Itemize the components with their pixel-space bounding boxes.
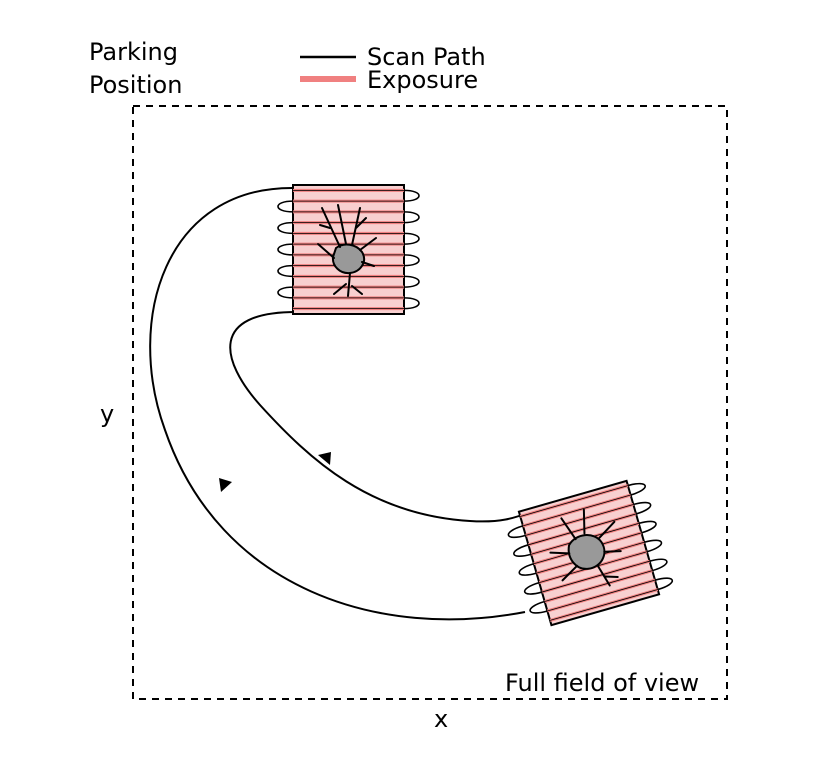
roi-bottom-turnaround [523, 581, 543, 595]
roi-top-turnaround [403, 254, 420, 267]
y-axis-label: y [100, 400, 114, 428]
roi-bottom-scan-line [522, 494, 631, 527]
scan-path-arrow-down [318, 452, 331, 465]
roi-top-turnaround [277, 264, 294, 278]
scan-path-outer-arc [149, 186, 526, 621]
roi-top-turnaround [277, 200, 294, 213]
legend-exposure-label: Exposure [367, 66, 478, 94]
roi-top-turnaround [403, 232, 420, 245]
parking-position-label-line2: Position [89, 71, 182, 99]
scan-path-arrow-up [219, 478, 232, 492]
scan-path-inner-arc [229, 311, 531, 523]
roi-bottom-turnaround [507, 525, 526, 539]
roi-top-turnaround [403, 275, 420, 288]
x-axis-label: x [434, 705, 448, 733]
neuron-bottom-icon [549, 508, 622, 587]
full-field-of-view-label: Full field of view [505, 669, 699, 697]
roi-bottom-scan-line [549, 589, 658, 621]
roi-top-turnaround [403, 211, 420, 224]
roi-bottom-turnaround [627, 482, 646, 496]
roi-top-turnaround [277, 221, 294, 235]
roi-bottom-turnaround [513, 544, 532, 557]
roi-bottom-turnaround [643, 539, 663, 553]
legend: Scan Path Exposure [300, 43, 486, 94]
roi-bottom-scan-line [528, 513, 637, 546]
roi-bottom-scan-line [547, 579, 656, 612]
roi-bottom-turnaround [654, 577, 674, 591]
roi-top-turnaround [403, 189, 420, 202]
roi-bottom-scan-line [544, 570, 653, 602]
roi-top-turnaround [403, 297, 420, 310]
parking-position-label-line1: Parking [89, 38, 178, 66]
roi-bottom-turnaround [638, 520, 657, 534]
roi-bottom-turnaround [529, 600, 548, 614]
roi-bottom-scan-line [525, 504, 634, 536]
roi-top [277, 184, 420, 315]
roi-bottom-scan-line [520, 485, 629, 517]
roi-top-turnaround [277, 286, 294, 299]
roi-bottom-turnaround [649, 558, 668, 572]
legend-scan-path-label: Scan Path [367, 43, 486, 71]
roi-bottom [507, 479, 674, 627]
roi-bottom-turnaround [518, 562, 537, 576]
field-of-view-frame [132, 105, 728, 700]
neuron-top-icon [317, 204, 377, 297]
roi-bottom-scan-line [541, 560, 650, 593]
roi-bottom-turnaround [633, 501, 652, 515]
roi-top-turnaround [277, 243, 294, 256]
